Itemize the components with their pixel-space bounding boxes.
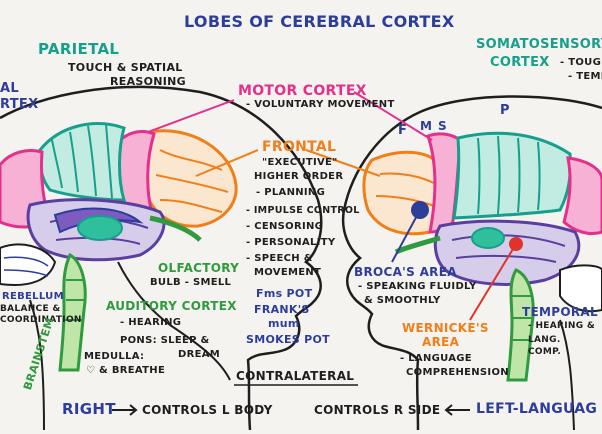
broca-line-1: - SPEAKING FLUIDLY — [358, 281, 477, 292]
edge-fragment-2: RTEX — [0, 97, 39, 112]
auditory-line-1: - HEARING — [120, 317, 182, 328]
olfactory-title: OLFACTORY — [158, 261, 240, 275]
cerebellum-line-2: COORDINATION — [0, 315, 82, 325]
frontal-item-8: MOVEMENT — [254, 267, 322, 278]
letter-m: M — [420, 119, 433, 133]
right-cerebellum — [559, 264, 602, 313]
parietal-line-2: REASONING — [110, 75, 187, 88]
motor-title: MOTOR CORTEX — [238, 83, 367, 99]
frontal-item-7: - SPEECH & — [246, 253, 313, 264]
mnemonic-line-3: mum — [268, 317, 300, 330]
wernicke-title: WERNICKE'S — [402, 321, 489, 335]
pons-line-1: PONS: SLEEP & — [120, 335, 210, 346]
frontal-item-1: "EXECUTIVE" — [262, 157, 338, 168]
wernicke-line-1: - LANGUAGE — [400, 353, 472, 364]
right-head-outline — [341, 95, 602, 431]
motor-connector-right — [353, 91, 433, 141]
frontal-connector-right — [305, 149, 381, 177]
right-brainstem — [506, 268, 535, 382]
frontal-item-3: - PLANNING — [256, 187, 326, 198]
frontal-title: FRONTAL — [262, 139, 337, 155]
wernicke-title-2: AREA — [422, 335, 460, 349]
somato-line-4: - TEMP — [568, 71, 602, 82]
right-frontal-lobe — [362, 150, 442, 236]
broca-connector — [391, 209, 421, 263]
temporal-line-3: COMP. — [528, 347, 562, 357]
left-head-outline — [0, 85, 323, 431]
wernicke-connector — [469, 243, 517, 321]
letter-f: F — [398, 123, 408, 138]
letter-p: P — [500, 103, 510, 118]
motor-connector-left — [147, 99, 235, 133]
right-parietal-lobe — [452, 131, 572, 220]
temporal-title: TEMPORAL — [522, 305, 598, 319]
contralateral-label: CONTRALATERAL — [236, 369, 355, 383]
frontal-item-6: - PERSONALITY — [246, 237, 336, 248]
medulla-line-2: ♡ & BREATHE — [86, 365, 166, 376]
left-cerebellum — [0, 243, 57, 286]
controls-r-side: CONTROLS R SIDE — [314, 403, 441, 417]
diagram-title: LOBES OF CEREBRAL CORTEX — [184, 12, 455, 31]
frontal-item-2: HIGHER ORDER — [254, 171, 344, 182]
left-language-label: LEFT-LANGUAG — [476, 401, 598, 417]
cerebellum-title: REBELLUM — [2, 291, 64, 302]
parietal-line-1: TOUCH & SPATIAL — [68, 61, 183, 74]
frontal-item-5: - CENSORING — [246, 221, 324, 232]
mnemonic-line-2: FRANK'S — [254, 303, 310, 316]
left-olfactory-bulb — [149, 215, 202, 242]
cerebellum-line-1: BALANCE & — [0, 304, 61, 314]
temporal-line-1: - HEARING & — [528, 321, 595, 331]
auditory-title: AUDITORY CORTEX — [106, 299, 237, 313]
temporal-line-2: LANG. — [528, 335, 561, 345]
wernicke-line-2: COMPREHENSION — [406, 367, 509, 378]
medulla-line-1: MEDULLA: — [84, 351, 145, 362]
right-label: RIGHT — [62, 400, 116, 418]
controls-r-arrow — [444, 404, 470, 416]
pons-line-2: DREAM — [178, 349, 221, 360]
broca-title: BROCA'S AREA — [354, 265, 457, 279]
left-brainstem — [58, 252, 87, 372]
mnemonic-line-1: Fms POT — [256, 287, 313, 300]
right-olfactory-bulb — [394, 235, 441, 255]
olfactory-line-1: BULB - SMELL — [150, 277, 232, 288]
right-occipital-lobe — [562, 156, 602, 236]
broca-line-2: & SMOOTHLY — [364, 295, 441, 306]
edge-fragment-1: AL — [0, 81, 19, 96]
somato-title: SOMATOSENSORY — [476, 37, 602, 52]
somato-line-2: CORTEX — [490, 55, 550, 70]
controls-l-arrow — [112, 404, 138, 416]
letter-s: S — [438, 119, 447, 133]
frontal-item-4: - IMPULSE CONTROL — [246, 205, 360, 216]
somato-line-3: - TOUGH — [560, 57, 602, 68]
motor-line-1: - VOLUNTARY MOVEMENT — [246, 99, 395, 110]
mnemonic-line-4: SMOKES POT — [246, 333, 330, 346]
parietal-title: PARIETAL — [38, 40, 120, 58]
controls-l-body: CONTROLS L BODY — [142, 403, 273, 417]
frontal-connector-left — [195, 149, 259, 177]
